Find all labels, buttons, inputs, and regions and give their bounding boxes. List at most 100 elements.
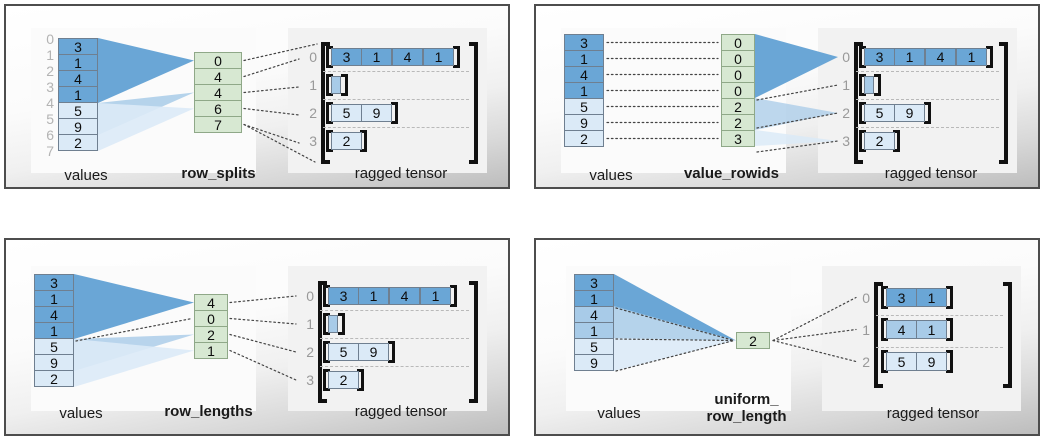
row-close-bracket <box>946 350 953 373</box>
tensor-cell: 9 <box>361 104 392 122</box>
partition-label: row_lengths <box>164 403 253 420</box>
tensor-cell: 1 <box>361 48 392 66</box>
tensor-cell: 1 <box>423 48 454 66</box>
tensor-cell: 4 <box>925 48 956 66</box>
tensor-label: ragged tensor <box>354 165 448 182</box>
value-cell: 3 <box>58 38 98 55</box>
value-cell: 1 <box>58 54 98 71</box>
partition-cell: 0 <box>194 52 242 69</box>
tensor-open-bracket <box>854 42 863 164</box>
partition-cell: 1 <box>194 342 228 359</box>
tensor-open-bracket <box>321 42 330 164</box>
partition-cell: 3 <box>721 130 755 147</box>
value-index-label: 5 <box>46 111 54 127</box>
partition-label: row_splits <box>181 165 256 182</box>
tensor-row-index: 2 <box>862 353 870 370</box>
tensor-cell: 3 <box>864 48 895 66</box>
tensor-row-separator <box>320 366 469 367</box>
row-open-bracket <box>859 102 866 124</box>
row-open-bracket <box>323 285 330 307</box>
row-close-bracket <box>946 286 953 309</box>
tensor-row-index: 1 <box>306 316 314 332</box>
value-cell: 9 <box>574 354 614 371</box>
tensor-cell: 2 <box>331 132 362 150</box>
value-cell: 2 <box>58 134 98 151</box>
value-cell: 3 <box>34 274 74 291</box>
tensor-row-index: 3 <box>306 372 314 388</box>
row-close-bracket <box>338 313 345 335</box>
tensor-empty-cell <box>331 76 341 94</box>
tensor-close-bracket <box>1003 282 1012 388</box>
tensor-row-index: 1 <box>862 321 870 338</box>
value-cell: 2 <box>34 370 74 387</box>
row-close-bracket <box>357 369 364 391</box>
tensor-cell: 3 <box>886 288 917 307</box>
tensor-row-index: 0 <box>862 289 870 306</box>
row-open-bracket <box>859 130 866 152</box>
values-label: values <box>64 167 108 184</box>
partition-cell: 4 <box>194 68 242 85</box>
tensor-row-separator <box>323 127 469 128</box>
tensor-cell: 9 <box>358 343 389 361</box>
value-cell: 4 <box>574 306 614 323</box>
tensor-cell: 2 <box>328 371 359 389</box>
tensor-row-separator <box>856 127 999 128</box>
value-index-label: 0 <box>46 31 54 47</box>
value-cell: 3 <box>574 274 614 291</box>
tensor-empty-cell <box>864 76 874 94</box>
partition-cell: 2 <box>721 114 755 131</box>
tensor-cell: 1 <box>420 287 451 305</box>
values-label: values <box>59 405 103 422</box>
tensor-row-index: 2 <box>306 344 314 360</box>
tensor-close-bracket <box>999 42 1008 164</box>
row-open-bracket <box>323 341 330 363</box>
value-cell: 5 <box>564 98 604 115</box>
tensor-row-separator <box>323 71 469 72</box>
tensor-open-bracket <box>874 282 883 388</box>
row-open-bracket <box>859 74 866 96</box>
tensor-row-separator <box>320 310 469 311</box>
tensor-row-index: 0 <box>842 49 850 65</box>
tensor-cell: 9 <box>916 352 947 371</box>
value-cell: 5 <box>574 338 614 355</box>
tensor-row-index: 2 <box>842 105 850 121</box>
tensor-row-separator <box>876 315 1003 316</box>
value-index-label: 4 <box>46 95 54 111</box>
tensor-label: ragged tensor <box>886 405 980 422</box>
tensor-row-index: 2 <box>309 105 317 121</box>
partition-cell: 0 <box>721 34 755 51</box>
value-index-label: 6 <box>46 127 54 143</box>
value-cell: 5 <box>58 102 98 119</box>
partition-cell: 7 <box>194 116 242 133</box>
tensor-cell: 4 <box>389 287 420 305</box>
tensor-cell: 5 <box>864 104 895 122</box>
row-close-bracket <box>453 46 460 68</box>
value-cell: 9 <box>564 114 604 131</box>
value-index-label: 7 <box>46 143 54 159</box>
row-close-bracket <box>874 74 881 96</box>
value-cell: 1 <box>564 50 604 67</box>
row-open-bracket <box>859 46 866 68</box>
tensor-cell: 1 <box>894 48 925 66</box>
partition-cell: 0 <box>194 310 228 327</box>
partition-cell: 0 <box>721 82 755 99</box>
row-close-bracket <box>388 341 395 363</box>
value-cell: 9 <box>58 118 98 135</box>
tensor-cell: 1 <box>358 287 389 305</box>
partition-cell: 6 <box>194 100 242 117</box>
value-cell: 4 <box>564 66 604 83</box>
value-cell: 5 <box>34 338 74 355</box>
value-cell: 1 <box>564 82 604 99</box>
partition-cell: 4 <box>194 84 242 101</box>
row-close-bracket <box>341 74 348 96</box>
